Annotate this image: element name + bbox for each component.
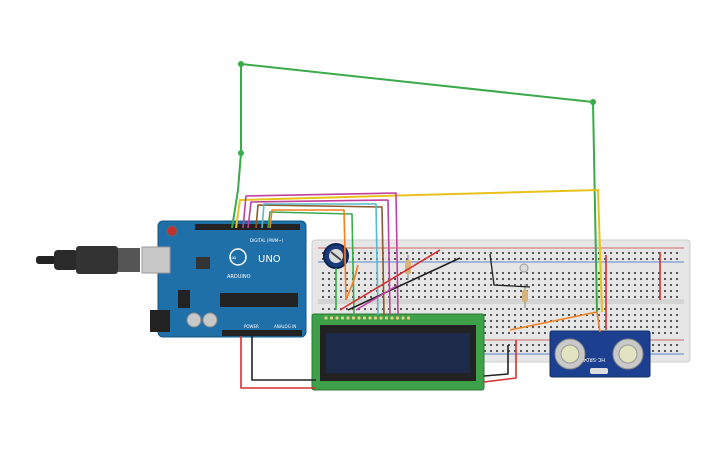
power-label: POWER xyxy=(244,324,259,329)
wire-green xyxy=(267,211,355,316)
resistor[interactable] xyxy=(522,284,528,308)
wire-orange xyxy=(269,209,347,301)
usb-cable xyxy=(36,246,140,274)
arduino-logo xyxy=(229,248,247,266)
regulator xyxy=(178,290,190,308)
svg-text:∞: ∞ xyxy=(231,254,237,262)
ultrasonic-sensor[interactable]: HC-SR04 xyxy=(549,330,651,378)
wire-cyan xyxy=(261,203,379,316)
wire-magenta xyxy=(242,192,399,316)
capacitor xyxy=(186,312,202,328)
sensor-model: HC-SR04 xyxy=(583,356,605,362)
wires xyxy=(231,61,661,389)
arduino-brand: ARDUINO xyxy=(227,274,251,280)
wire-black xyxy=(483,345,509,377)
wire-black xyxy=(347,257,461,311)
wire-brown xyxy=(255,204,385,316)
wire-red xyxy=(240,336,316,389)
analog-label: ANALOG IN xyxy=(274,324,296,329)
arduino-board[interactable]: ∞ ARDUINO UNO DIGITAL (PWM~) POWER ANALO… xyxy=(141,220,307,338)
reset-button[interactable] xyxy=(166,225,178,237)
wire-magenta xyxy=(355,284,399,311)
wire-orange xyxy=(509,311,601,333)
atmega-chip xyxy=(220,293,298,307)
power-analog-header xyxy=(222,330,302,336)
arduino-model: UNO xyxy=(258,254,281,265)
wire-black xyxy=(251,336,316,381)
usb-port xyxy=(141,246,171,274)
wire-node xyxy=(238,150,244,156)
lcd-screen xyxy=(326,333,470,373)
wire-black xyxy=(489,253,531,288)
wire-orange xyxy=(345,264,359,301)
lcd-display[interactable] xyxy=(311,313,485,391)
wire-node xyxy=(590,99,596,105)
wire-yellow xyxy=(235,189,603,313)
wire-magenta xyxy=(247,199,391,316)
digital-label: DIGITAL (PWM~) xyxy=(250,238,284,243)
crystal xyxy=(590,368,608,374)
wire-green xyxy=(231,63,598,313)
wire-red xyxy=(483,340,517,383)
usb-chip xyxy=(196,257,210,269)
wire-red xyxy=(339,249,441,311)
capacitor xyxy=(202,312,218,328)
power-jack xyxy=(150,310,170,332)
led[interactable] xyxy=(519,263,529,273)
lcd-pins xyxy=(324,316,411,320)
wire-node xyxy=(238,61,244,67)
